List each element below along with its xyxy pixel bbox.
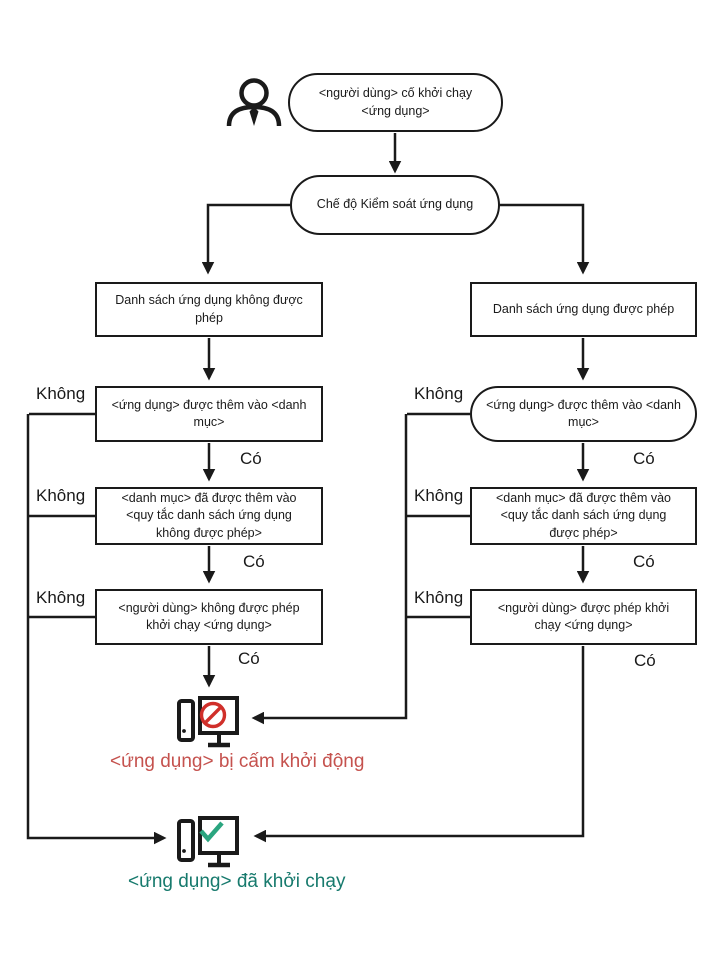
node-allow-app-added-to-category: <ứng dụng> được thêm vào <danh mục> <box>470 386 697 442</box>
node-application-control-mode: Chế độ Kiểm soát ứng dụng <box>290 175 500 235</box>
edge-allow-verdict-yes-to-started <box>253 646 585 843</box>
outcome-started-label: <ứng dụng> đã khởi chạy <box>128 871 346 892</box>
node-start: <người dùng> cố khởi chạy <ứng dụng> <box>288 73 503 132</box>
computer-blocked-icon <box>177 696 239 748</box>
edge-label-yes: Có <box>633 449 655 468</box>
edge-label-yes: Có <box>634 651 656 670</box>
edge-mode-to-allowlist <box>499 203 590 275</box>
node-allowlist: Danh sách ứng dụng được phép <box>470 282 697 337</box>
node-allow-category-in-rule: <danh mục> đã được thêm vào <quy tắc dan… <box>470 487 697 545</box>
person-icon <box>226 78 282 127</box>
edge-label-no: Không <box>36 384 86 403</box>
edge-mode-to-denylist <box>201 203 291 275</box>
node-deny-verdict: <người dùng> không được phép khởi chạy <… <box>95 589 323 645</box>
edge-deny-no-collector-to-started <box>26 414 167 845</box>
edge-allow-no-collector-to-blocked <box>251 414 408 725</box>
check-icon <box>199 821 224 843</box>
computer-check-icon <box>177 816 239 868</box>
edge-label-yes: Có <box>238 649 260 668</box>
node-denylist: Danh sách ứng dụng không được phép <box>95 282 323 337</box>
edge-label-yes: Có <box>240 449 262 468</box>
edge-label-no: Không <box>36 588 86 607</box>
outcome-blocked-label: <ứng dụng> bị cấm khởi động <box>110 751 365 772</box>
node-deny-app-added-to-category: <ứng dụng> được thêm vào <danh mục> <box>95 386 323 442</box>
edge-label-no: Không <box>414 486 464 505</box>
edge-label-no: Không <box>414 384 464 403</box>
edge-label-no: Không <box>414 588 464 607</box>
edge-label-no: Không <box>36 486 86 505</box>
edge-label-yes: Có <box>633 552 655 571</box>
node-deny-category-in-rule: <danh mục> đã được thêm vào <quy tắc dan… <box>95 487 323 545</box>
ban-icon <box>199 701 227 729</box>
edge-label-yes: Có <box>243 552 265 571</box>
node-allow-verdict: <người dùng> được phép khởi chạy <ứng dụ… <box>470 589 697 645</box>
